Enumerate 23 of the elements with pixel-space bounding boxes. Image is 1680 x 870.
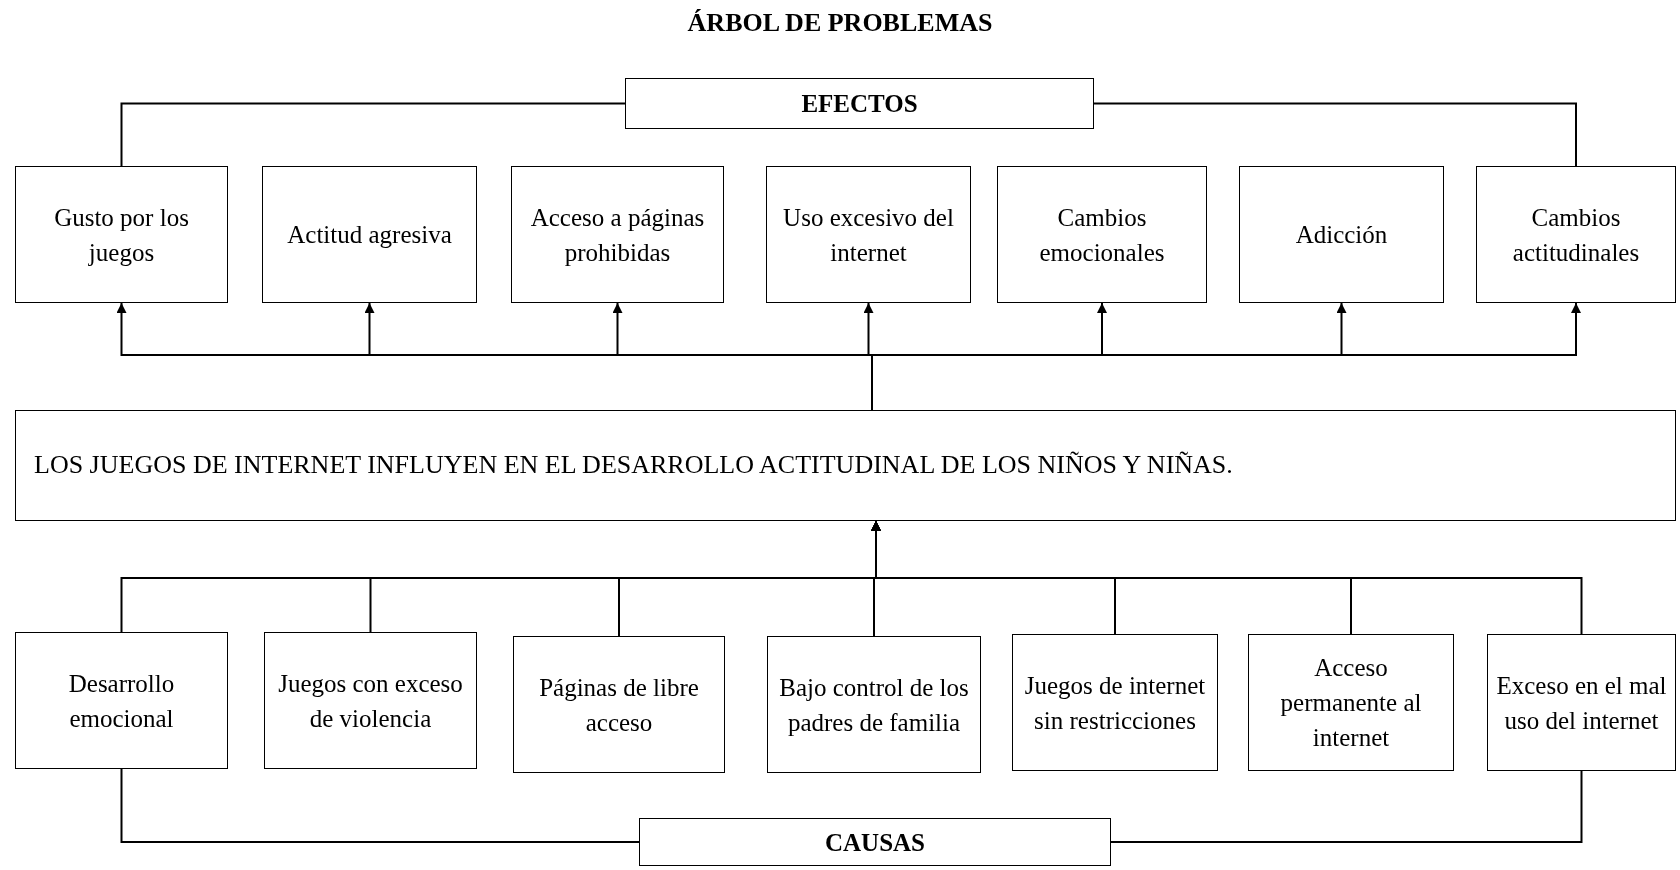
text-box: Cambios actitudinales [1476, 166, 1676, 303]
text-box: Páginas de libre acceso [513, 636, 725, 773]
heading-box: CAUSAS [639, 818, 1111, 866]
text-box: Acceso a páginas prohibidas [511, 166, 724, 303]
connector-line [120, 102, 626, 167]
text-box: Actitud agresiva [262, 166, 477, 303]
text-box: Exceso en el mal uso del internet [1487, 634, 1676, 771]
connector-line [1110, 770, 1583, 843]
text-box: Uso excesivo del internet [766, 166, 971, 303]
connector-line [1093, 102, 1577, 167]
connector-line [120, 768, 640, 843]
text-box: Juegos con exceso de violencia [264, 632, 477, 769]
text-box: Desarrollo emocional [15, 632, 228, 769]
heading-box: EFECTOS [625, 78, 1094, 129]
text-box: Juegos de internet sin restricciones [1012, 634, 1218, 771]
diagram-title: ÁRBOL DE PROBLEMAS [686, 8, 994, 38]
problem-box: LOS JUEGOS DE INTERNET INFLUYEN EN EL DESARROLLO ACTITUDINAL DE LOS NIÑOS Y NIÑAS. [15, 410, 1676, 521]
text-box: Acceso permanente al internet [1248, 634, 1454, 771]
text-box: Adicción [1239, 166, 1444, 303]
arrow [871, 520, 1583, 635]
text-box: Cambios emocionales [997, 166, 1207, 303]
text-box: Bajo control de los padres de familia [767, 636, 981, 773]
text-box: Gusto por los juegos [15, 166, 228, 303]
